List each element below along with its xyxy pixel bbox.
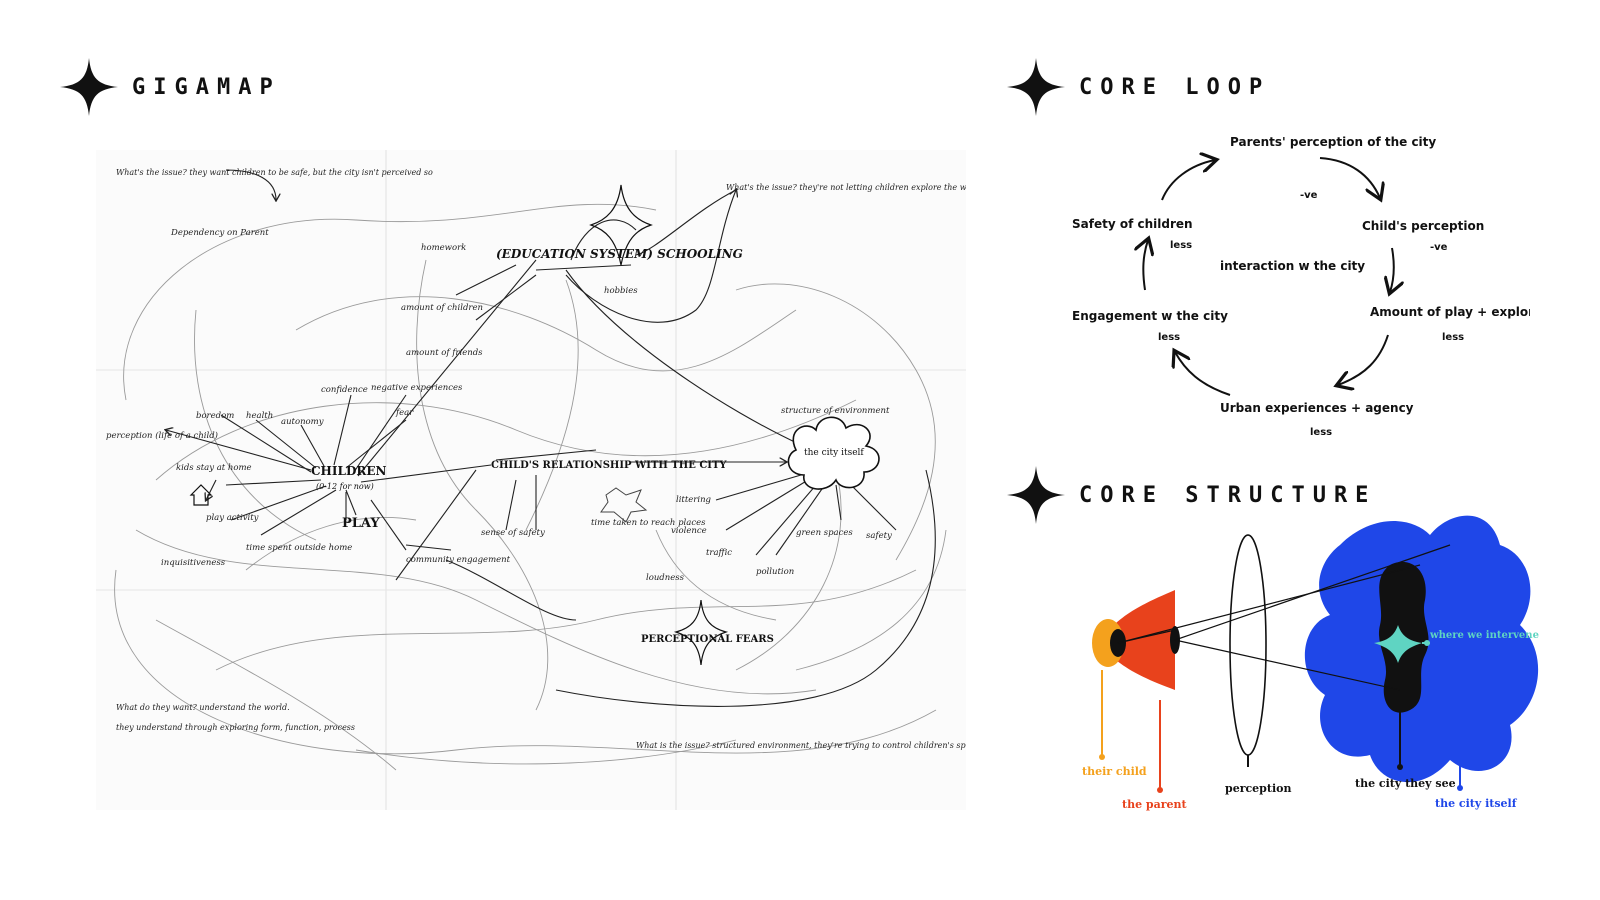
core-structure-title: CORE STRUCTURE [1079,482,1377,508]
core-loop-title: CORE LOOP [1079,74,1271,100]
map-node: autonomy [281,417,324,427]
loop-node-tag: less [1310,427,1332,438]
map-node: kids stay at home [176,463,252,473]
education-node: (EDUCATION SYSTEM) SCHOOLING [496,247,743,261]
map-node: time taken to reach places [591,518,706,528]
annotation: they understand through exploring form, … [116,723,355,732]
map-node: green spaces [796,528,853,538]
city-they-see-label: the city they see [1355,777,1456,790]
loop-node-parents: Parents' perception of the city [1230,135,1436,149]
relationship-node: CHILD'S RELATIONSHIP WITH THE CITY [491,460,727,471]
annotation: What do they want? understand the world. [116,703,290,712]
map-node: play activity [206,513,259,523]
map-node: time spent outside home [246,543,352,553]
perception-label: perception [1225,782,1291,795]
annotation: What's the issue? they want children to … [116,168,433,177]
their-child-label: their child [1082,765,1147,778]
core-loop-heading: CORE LOOP [1007,58,1270,116]
loop-node-label: Safety of children [1072,217,1193,231]
play-node: PLAY [342,516,380,531]
city-itself-label: the city itself [1435,797,1518,810]
map-node: homework [421,243,466,253]
map-node: Dependency on Parent [170,228,269,238]
loop-node-label: Urban experiences + agency [1220,401,1414,415]
core-structure-diagram: their child the parent perception the ci… [1082,515,1539,811]
map-node: pollution [756,567,794,577]
map-node: perception (life of a child) [106,430,218,441]
map-node: amount of friends [406,348,483,358]
map-node: sense of safety [481,528,545,538]
map-node: loudness [646,573,685,583]
map-node: safety [866,531,892,541]
loop-node-label: Engagement w the city [1072,309,1228,323]
star-icon [1007,58,1065,116]
loop-node-label: Amount of play + exploration [1370,305,1530,319]
map-node: negative experiences [371,383,463,393]
map-node: traffic [706,548,732,558]
gigamap-diagram: (EDUCATION SYSTEM) SCHOOLING CHILDREN (0… [96,150,966,810]
map-node: violence [671,526,707,536]
loop-node-tag: less [1158,332,1180,343]
loop-node-tag: -ve [1430,242,1448,253]
annotation: What's the issue? they're not letting ch… [726,183,966,192]
star-icon [60,58,118,116]
map-node: structure of environment [781,406,890,416]
map-node: inquisitiveness [161,558,226,568]
map-node: health [246,411,273,421]
loop-node-tag: -ve [1300,190,1318,201]
gigamap-title: GIGAMAP [132,74,281,100]
loop-node-label: Child's perception [1362,219,1484,233]
map-node: boredom [196,411,234,421]
children-sub: (0-12 for now) [316,482,374,491]
core-loop-diagram: Parents' perception of the city -ve Chil… [1072,135,1530,438]
perceptional-fears-node: PERCEPTIONAL FEARS [641,634,774,645]
loop-node-tag: less [1170,240,1192,251]
loop-center-label: interaction w the city [1220,259,1365,273]
map-node: fear [395,408,414,418]
star-icon [1007,466,1065,524]
map-node: hobbies [604,286,638,296]
map-node: confidence [321,385,368,395]
gigamap-heading: GIGAMAP [60,58,281,116]
annotation: What is the issue? structured environmen… [636,741,966,750]
intervene-label: where we intervene [1429,630,1539,641]
city-itself-node: the city itself [804,448,864,458]
map-node: amount of children [401,303,483,313]
core-structure-heading: CORE STRUCTURE [1007,466,1376,524]
loop-node-label: Parents' perception of the city [1230,135,1436,149]
children-node: CHILDREN [311,464,386,478]
map-node: community engagement [406,555,511,565]
loop-node-tag: less [1442,332,1464,343]
parent-label: the parent [1122,798,1188,811]
map-node: littering [676,495,712,505]
